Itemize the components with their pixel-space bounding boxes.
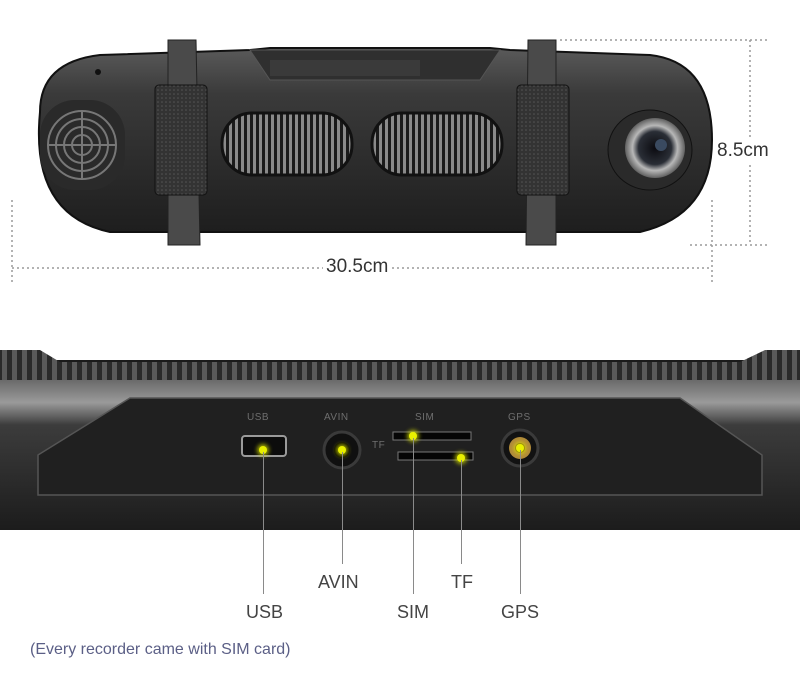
tf-engraving: TF xyxy=(372,440,386,451)
sim-slot xyxy=(392,431,472,441)
rear-camera-lens xyxy=(607,109,693,191)
sim-card-note: (Every recorder came with SIM card) xyxy=(30,641,291,658)
vent-grille-left xyxy=(220,111,354,177)
usb-engraving: USB xyxy=(247,412,270,423)
vent-grille-right xyxy=(370,111,504,177)
tf-hotspot xyxy=(457,454,465,462)
usb-hotspot xyxy=(259,446,267,454)
avin-leader-line xyxy=(342,452,343,564)
avin-hotspot xyxy=(338,446,346,454)
avin-label: AVIN xyxy=(318,572,359,592)
mirror-rear-view xyxy=(11,39,770,282)
sim-hotspot xyxy=(409,432,417,440)
tf-leader-line xyxy=(461,460,462,564)
usb-label: USB xyxy=(246,602,284,622)
gps-hotspot xyxy=(516,444,524,452)
width-dimension-label: 30.5cm xyxy=(323,256,392,278)
sim-label: SIM xyxy=(397,602,430,622)
tf-label: TF xyxy=(451,572,473,592)
speaker-grille xyxy=(40,100,125,190)
tf-slot xyxy=(397,451,474,461)
gps-engraving: GPS xyxy=(508,412,531,423)
port-recess xyxy=(37,397,763,496)
mounting-strap-left xyxy=(154,39,208,246)
usb-leader-line xyxy=(263,452,264,594)
mounting-strap-right xyxy=(516,39,570,246)
gps-leader-line xyxy=(520,450,521,594)
height-dimension-label: 8.5cm xyxy=(714,140,772,162)
avin-engraving: AVIN xyxy=(324,412,349,423)
gps-label: GPS xyxy=(501,602,540,622)
sim-engraving: SIM xyxy=(415,412,435,423)
sim-leader-line xyxy=(413,438,414,594)
mirror-port-panel xyxy=(0,350,800,530)
height-dimension-line xyxy=(560,39,770,246)
